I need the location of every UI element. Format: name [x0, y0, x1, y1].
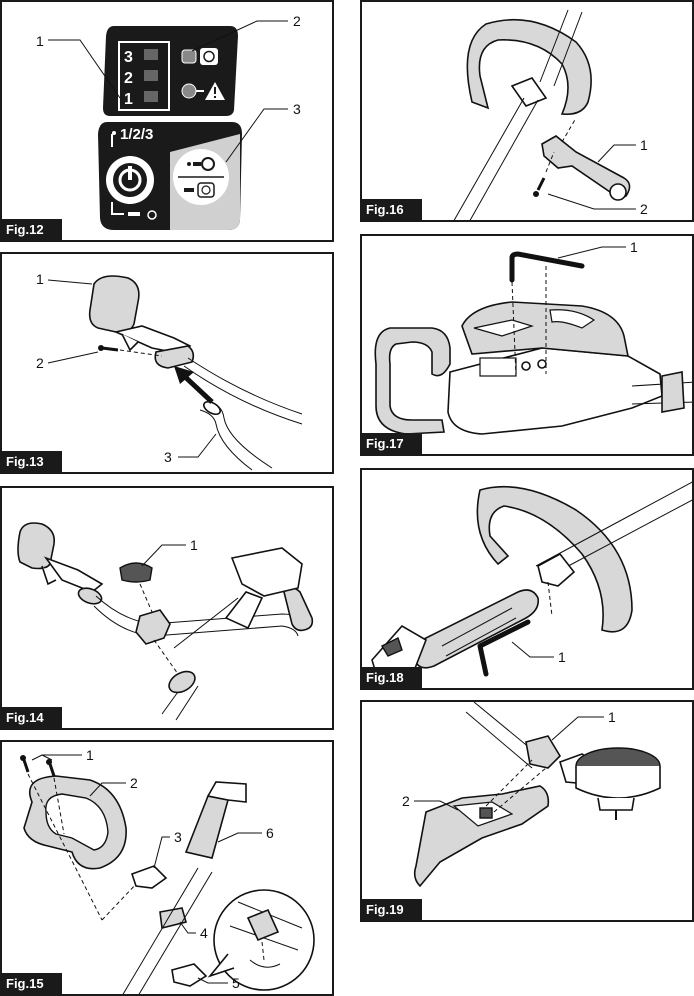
- fig13-callout-1: 1: [36, 271, 44, 287]
- detail-zoom: [213, 889, 315, 991]
- level-3-lamp: [144, 49, 158, 60]
- fig17-illustration: 1: [374, 239, 692, 435]
- fig14-callout-1: 1: [190, 537, 198, 553]
- shaft-coupling: [168, 670, 196, 694]
- figure-18: 1 Fig.18: [360, 468, 694, 690]
- figure-12: 3 2 1 1/2/3: [0, 0, 334, 242]
- handle-grip: [184, 795, 229, 859]
- clamp-band: [159, 907, 187, 929]
- fig19-illustration: 1 2: [402, 702, 661, 888]
- level-1-text: 1: [124, 91, 133, 108]
- fixing-knob: [119, 562, 153, 583]
- fig15-callout-3: 3: [174, 829, 182, 845]
- fig15-callout-2: 2: [130, 775, 138, 791]
- cover-clamp: [525, 735, 562, 769]
- fig15-callout-4: 4: [200, 925, 208, 941]
- auto-mode-lamp: [181, 49, 197, 64]
- fig19-callout-2: 2: [402, 793, 410, 809]
- fig15-label: Fig.15: [2, 973, 62, 994]
- fig16-callout-1: 1: [640, 137, 648, 153]
- loop-handle: [374, 327, 451, 435]
- fig14-illustration: 1: [17, 522, 314, 721]
- warning-icon: [205, 82, 225, 100]
- fig13-callout-2: 2: [36, 355, 44, 371]
- level-1-lamp: [144, 91, 158, 102]
- fig13-illustration: 1 2 3: [36, 271, 303, 471]
- level-3-text: 3: [124, 49, 133, 66]
- right-handle-grip: [283, 587, 314, 632]
- fig19-callout-1: 1: [608, 709, 616, 725]
- handle-clamp: [154, 345, 195, 369]
- figure-17: 1 Fig.17: [360, 234, 694, 456]
- fig17-label: Fig.17: [362, 433, 422, 454]
- fig18-callout-1: 1: [558, 649, 566, 665]
- fig18-illustration: 1: [371, 481, 692, 681]
- fig16-label: Fig.16: [362, 199, 422, 220]
- fig19-label: Fig.19: [362, 899, 422, 920]
- hex-wrench-icon: [477, 619, 531, 677]
- fig15-illustration: 1 2 3 6 4 5: [20, 747, 315, 994]
- clamp-lower: [171, 963, 208, 987]
- fig12-callout-2: 2: [293, 13, 301, 29]
- fig17-callout-1: 1: [630, 239, 638, 255]
- hex-wrench-icon: [509, 251, 585, 269]
- figure-13: 1 2 3 Fig.13: [0, 252, 334, 474]
- figure-14: 1 Fig.14: [0, 486, 334, 730]
- loop-handle: [476, 485, 633, 633]
- clamp-upper: [130, 865, 168, 889]
- power-icon: [113, 163, 147, 197]
- fig13-callout-3: 3: [164, 449, 172, 465]
- fig18-label: Fig.18: [362, 667, 422, 688]
- fig15-callout-1: 1: [86, 747, 94, 763]
- figure-15: 1 2 3 6 4 5 Fig.15: [0, 740, 334, 996]
- loop-handle: [466, 18, 592, 116]
- figure-19: 1 2 Fig.19: [360, 700, 694, 922]
- handle-clamp: [135, 609, 171, 645]
- fig15-callout-5: 5: [232, 975, 240, 991]
- level-2-lamp: [144, 70, 158, 81]
- fig12-label: Fig.12: [2, 219, 62, 240]
- speed-level-frame: [118, 41, 170, 111]
- protector-guard: [413, 785, 550, 888]
- auto-mode-icon-small: [184, 182, 215, 198]
- level-2-text: 2: [124, 70, 133, 87]
- fig12-callout-3: 3: [293, 101, 301, 117]
- handle-clamp: [537, 552, 576, 587]
- fig16-callout-2: 2: [640, 201, 648, 217]
- figure-16: 1 2 Fig.16: [360, 0, 694, 222]
- fig12-illustration: 3 2 1 1/2/3: [36, 13, 301, 230]
- warning-lamp: [181, 83, 197, 99]
- reverse-rotation-icon: [187, 157, 215, 171]
- speed-switch-text: 1/2/3: [120, 126, 153, 143]
- fig16-illustration: 1 2: [453, 9, 648, 220]
- fig14-label: Fig.14: [2, 707, 62, 728]
- auto-mode-icon: [200, 48, 218, 65]
- handle-grip: [88, 275, 140, 334]
- fig15-callout-6: 6: [266, 825, 274, 841]
- fig12-callout-1: 1: [36, 33, 44, 49]
- fig13-label: Fig.13: [2, 451, 62, 472]
